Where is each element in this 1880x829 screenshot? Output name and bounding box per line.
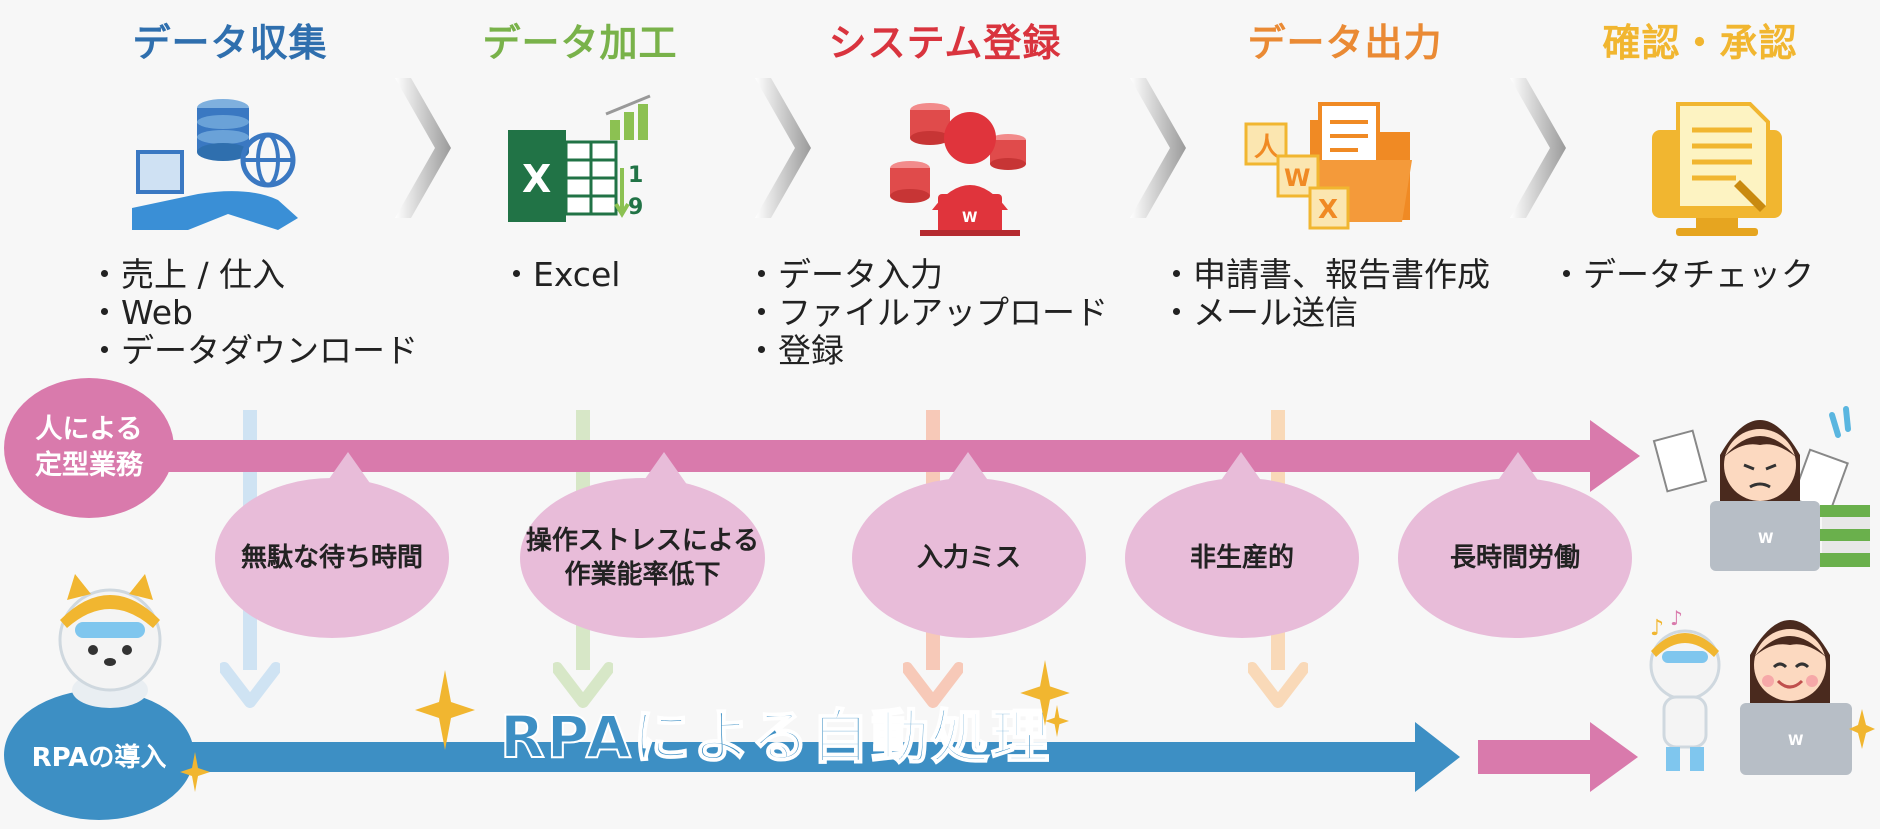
excel-chart-icon: X 1 9 bbox=[508, 94, 651, 222]
problem-text: 非生産的 bbox=[1189, 543, 1294, 573]
svg-text:W: W bbox=[1788, 733, 1803, 749]
svg-text:人: 人 bbox=[1254, 133, 1280, 163]
user-database-icon: W bbox=[890, 103, 1026, 236]
process-bullet-list: ・Excel bbox=[500, 256, 620, 294]
svg-text:X: X bbox=[522, 157, 551, 201]
documents-folder-icon: 人 W X bbox=[1244, 102, 1412, 230]
sparkle-icon bbox=[415, 670, 475, 750]
bullet-item: ・登録 bbox=[745, 331, 844, 370]
svg-text:♪: ♪ bbox=[1670, 606, 1683, 630]
bullet-item: ・メール送信 bbox=[1160, 293, 1358, 332]
chevron-right-icon bbox=[755, 78, 811, 218]
problem-text: 作業能率低下 bbox=[564, 560, 721, 590]
result-arrow bbox=[1478, 722, 1638, 792]
problem-bubble-long-hours: 長時間労働 bbox=[1398, 478, 1632, 638]
rpa-process-arrow bbox=[160, 722, 1460, 792]
bullet-item: ・データチェック bbox=[1550, 255, 1814, 294]
step-title-output: データ出力 bbox=[1247, 21, 1443, 65]
svg-text:W: W bbox=[1284, 164, 1310, 192]
svg-text:1: 1 bbox=[628, 163, 643, 188]
problem-bubble-input-error: 入力ミス bbox=[852, 478, 1086, 638]
chevron-right-icon bbox=[1130, 78, 1186, 218]
sparkle-icon bbox=[1045, 705, 1069, 737]
chevron-right-icon bbox=[1510, 78, 1566, 218]
sparkle-icon bbox=[180, 752, 210, 792]
chevron-right-icon bbox=[395, 78, 451, 218]
bullet-item: ・データダウンロード bbox=[88, 331, 418, 370]
problem-text: 操作ストレスによる bbox=[525, 526, 760, 556]
output-bullet-list: ・申請書、報告書作成 ・メール送信 bbox=[1160, 256, 1490, 332]
happy-worker-robot-icon: W ♪ ♪ bbox=[1649, 606, 1875, 775]
step-title-process: データ加工 bbox=[482, 21, 678, 65]
svg-text:♪: ♪ bbox=[1650, 616, 1664, 641]
step-title-collect: データ収集 bbox=[132, 21, 328, 65]
sparkle-icon bbox=[1020, 660, 1070, 726]
rpa-introduction-label: RPAの導入 bbox=[4, 690, 194, 820]
manual-work-label-line1: 人による bbox=[35, 414, 143, 445]
bullet-item: ・ファイルアップロード bbox=[745, 293, 1108, 332]
problem-text: 入力ミス bbox=[916, 543, 1021, 573]
problem-bubble-stress: 操作ストレスによる 作業能率低下 bbox=[520, 478, 765, 638]
problem-text: 長時間労働 bbox=[1449, 543, 1580, 573]
bullet-item: ・Excel bbox=[500, 255, 621, 294]
problem-bubble-waiting: 無駄な待ち時間 bbox=[215, 478, 449, 638]
bullet-item: ・データ入力 bbox=[745, 255, 943, 294]
svg-text:9: 9 bbox=[628, 195, 643, 220]
stressed-worker-icon: W bbox=[1652, 406, 1870, 571]
register-bullet-list: ・データ入力 ・ファイルアップロード ・登録 bbox=[745, 256, 1108, 370]
step-title-register: システム登録 bbox=[828, 21, 1062, 65]
rpa-banner-text: RPAによる自動処理 bbox=[499, 702, 1051, 772]
approve-bullet-list: ・データチェック bbox=[1550, 256, 1814, 294]
bullet-item: ・申請書、報告書作成 bbox=[1160, 255, 1490, 294]
collect-bullet-list: ・売上 / 仕入 ・Web ・データダウンロード bbox=[88, 256, 418, 370]
problem-text: 無駄な待ち時間 bbox=[240, 543, 423, 573]
document-monitor-icon bbox=[1652, 102, 1782, 236]
bullet-item: ・売上 / 仕入 bbox=[88, 255, 286, 294]
bullet-item: ・Web bbox=[88, 293, 193, 332]
svg-text:W: W bbox=[1758, 531, 1773, 547]
svg-text:W: W bbox=[962, 210, 977, 226]
step-title-approve: 確認・承認 bbox=[1602, 21, 1798, 65]
manual-work-label: 人による 定型業務 bbox=[4, 378, 174, 518]
svg-text:X: X bbox=[1318, 195, 1338, 225]
problem-bubble-unproductive: 非生産的 bbox=[1125, 478, 1359, 638]
database-hand-globe-icon bbox=[132, 99, 298, 230]
robot-mascot-icon bbox=[58, 574, 162, 708]
manual-work-label-line2: 定型業務 bbox=[35, 450, 143, 481]
